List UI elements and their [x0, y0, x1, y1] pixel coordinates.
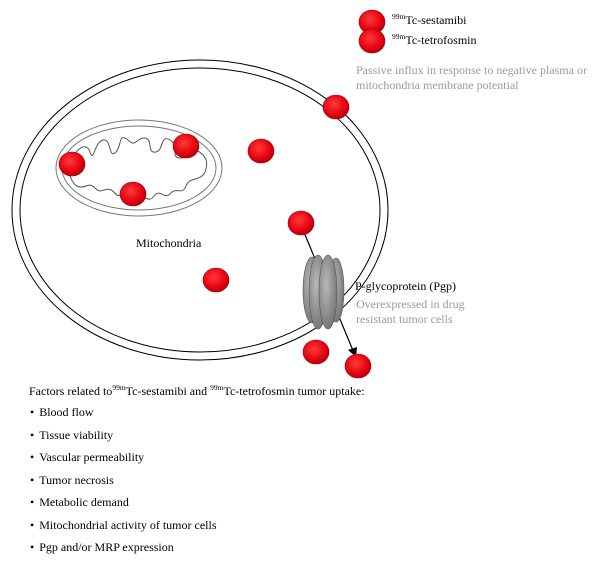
factors-title: Factors related to99mTc-sestamibi and 99…	[29, 384, 365, 399]
cell-inner-membrane	[19, 67, 381, 353]
legend-sestamibi-name: Tc-sestamibi	[405, 13, 467, 27]
tracer-outside-1	[302, 339, 330, 365]
tracer-mito-2	[58, 151, 86, 177]
factors-title-isotope-1: 99m	[112, 383, 126, 392]
legend-tetrofosmin-name: Tc-tetrofosmin	[405, 33, 477, 47]
passive-influx-note: Passive influx in response to negative p…	[356, 63, 587, 92]
mitochondrion-outer	[55, 119, 223, 217]
tracer-cytoplasm-3	[202, 267, 230, 293]
mitochondria-label: Mitochondria	[136, 236, 202, 250]
legend-tetrofosmin-isotope: 99m	[392, 32, 406, 41]
tracer-cytoplasm-2	[287, 210, 315, 236]
pgp-note: Overexpressed in drug resistant tumor ce…	[356, 297, 465, 326]
tracer-membrane	[322, 94, 350, 120]
factors-title-mid: Tc-sestamibi and	[125, 384, 211, 398]
legend-sestamibi-isotope: 99m	[392, 12, 406, 21]
pgp-transporter	[302, 254, 345, 330]
tracer-cytoplasm-1	[247, 138, 275, 164]
factor-item: Vascular permeability	[29, 450, 365, 465]
pgp-label: P-glycoprotein (Pgp)	[355, 279, 456, 293]
tracer-outside-2	[344, 353, 372, 379]
factor-item: Tissue viability	[29, 428, 365, 443]
factor-item: Tumor necrosis	[29, 473, 365, 488]
factors-title-pre: Factors related to	[29, 384, 113, 398]
factor-item: Pgp and/or MRP expression	[29, 540, 365, 555]
tracer-molecules	[58, 9, 386, 379]
legend-tetrofosmin: 99mTc-tetrofosmin	[392, 33, 476, 48]
factors-title-isotope-2: 99m	[210, 383, 224, 392]
tracer-mito-3	[119, 181, 147, 207]
factor-item: Blood flow	[29, 405, 365, 420]
cell-outer-membrane	[11, 59, 389, 361]
factor-item: Mitochondrial activity of tumor cells	[29, 518, 365, 533]
legend-sestamibi: 99mTc-sestamibi	[392, 13, 467, 28]
factors-section: Factors related to99mTc-sestamibi and 99…	[29, 384, 365, 563]
tracer-mito-1	[172, 133, 200, 159]
factors-list: Blood flow Tissue viability Vascular per…	[29, 405, 365, 555]
factors-title-post: Tc-tetrofosmin tumor uptake:	[223, 384, 365, 398]
factor-item: Metabolic demand	[29, 495, 365, 510]
legend-tracer-2	[358, 28, 386, 54]
